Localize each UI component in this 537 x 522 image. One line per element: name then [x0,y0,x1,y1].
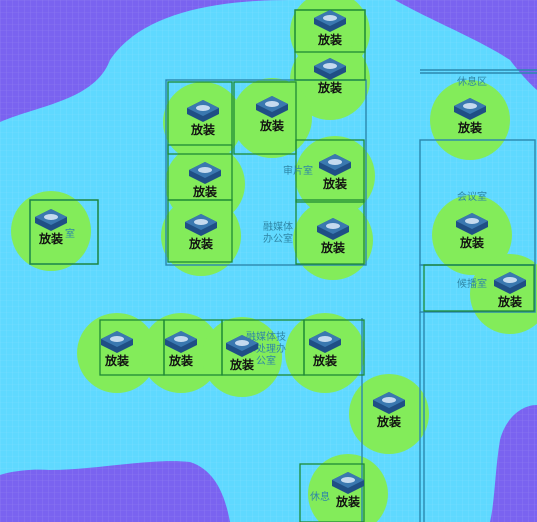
access-point-11[interactable]: 放装 [456,213,488,250]
access-point-15[interactable]: 放装 [226,335,258,372]
access-point-icon-light [318,336,332,342]
access-point-icon-light [194,219,208,225]
room-border [303,319,365,376]
access-point-13[interactable]: 放装 [101,331,133,368]
access-point-label: 放装 [259,118,284,133]
access-point-icon-light [341,477,355,483]
room-label-rest-room: 休息 [310,490,330,503]
access-point-icon-light [174,336,188,342]
access-point-12[interactable]: 放装 [494,272,526,309]
access-point-label: 放装 [229,357,254,372]
access-point-4[interactable]: 放装 [256,96,288,133]
access-point-icon-light [44,214,58,220]
access-point-8[interactable]: 放装 [185,214,217,251]
access-point-label: 放装 [38,231,63,246]
access-point-3[interactable]: 放装 [187,100,219,137]
access-point-label: 放装 [335,494,360,509]
wall-rect [165,79,367,266]
access-point-icon-light [463,103,477,109]
room-label-rest-area: 休息区 [457,75,487,88]
access-point-label: 放装 [376,414,401,429]
access-point-5[interactable]: 放装 [189,162,221,199]
access-point-9[interactable]: 放装 [317,218,349,255]
access-point-icon-light [328,159,342,165]
room-borders [29,9,535,522]
room-label-left-room: 室 [65,227,75,240]
access-point-label: 放装 [322,176,347,191]
room-border [29,199,99,265]
access-point-7[interactable]: 放装 [35,209,67,246]
room-border [295,199,365,265]
room-border [233,81,297,155]
access-point-2[interactable]: 放装 [314,58,346,95]
access-point-label: 放装 [104,353,129,368]
access-point-icon-light [110,336,124,342]
access-point-label: 放装 [320,240,345,255]
access-point-label: 放装 [497,294,522,309]
access-point-10[interactable]: 放装 [454,98,486,135]
access-point-18[interactable]: 放装 [332,472,364,509]
access-point-icon-light [323,15,337,21]
room-border [295,139,365,203]
access-point-label: 放装 [312,353,337,368]
access-point-6[interactable]: 放装 [319,154,351,191]
access-point-icon-light [503,277,517,283]
strong-coverage-circle [470,254,537,334]
room-label-broadcast-room: 候播室 [457,277,487,290]
room-border [167,81,233,155]
access-point-label: 放装 [192,184,217,199]
access-point-label: 放装 [168,353,193,368]
access-point-label: 放装 [457,120,482,135]
access-point-label: 放装 [190,122,215,137]
access-points: 放装放装放装放装放装放装放装放装放装放装放装放装放装放装放装放装放装放装 [35,10,526,509]
access-point-17[interactable]: 放装 [373,392,405,429]
access-point-icon-light [235,340,249,346]
access-point-icon-light [196,105,210,111]
access-point-14[interactable]: 放装 [165,331,197,368]
access-point-16[interactable]: 放装 [309,331,341,368]
access-point-label: 放装 [459,235,484,250]
access-point-icon-light [465,218,479,224]
access-point-icon-light [198,167,212,173]
room-label-media-office: 融媒体办公室 [263,221,293,245]
access-point-label: 放装 [317,80,342,95]
access-point-label: 放装 [188,236,213,251]
access-point-icon-light [265,101,279,107]
access-point-icon-light [382,397,396,403]
room-label-film-room: 审片室 [283,164,313,177]
access-point-label: 放装 [317,32,342,47]
access-point-1[interactable]: 放装 [314,10,346,47]
access-point-icon-light [326,223,340,229]
room-label-meeting-room: 会议室 [457,190,487,203]
room-border [423,264,535,312]
access-point-icon-light [323,63,337,69]
room-border [299,463,365,522]
room-border [167,199,233,263]
